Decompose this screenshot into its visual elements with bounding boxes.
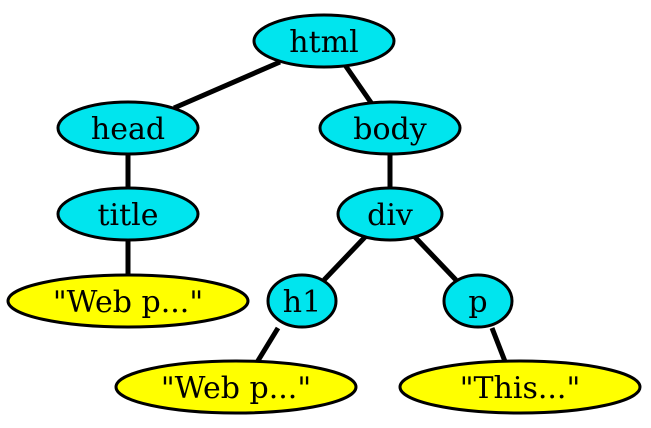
node-title-shape	[56, 186, 200, 242]
node-body-shape	[318, 100, 462, 156]
node-text1: "Web p..."	[6, 273, 250, 329]
node-h1-shape	[266, 273, 338, 329]
node-html-label: html	[289, 25, 358, 60]
node-body-label: body	[353, 112, 426, 147]
node-title-label: title	[97, 198, 158, 233]
node-html-shape	[252, 13, 396, 69]
node-h1-label: h1	[283, 285, 321, 320]
node-text2-label: "Web p..."	[161, 371, 311, 406]
node-title: title	[56, 186, 200, 242]
edge-p-text3	[489, 327, 509, 365]
node-div-shape	[336, 186, 444, 242]
edge-h1-text2	[253, 326, 281, 366]
node-text3-label: "This..."	[460, 371, 581, 406]
node-text2-shape	[114, 359, 358, 415]
tree-nodes: html head body title div "Web p..."	[6, 13, 642, 415]
tree-edges	[125, 59, 509, 366]
node-head-shape	[56, 100, 200, 156]
edge-div-p	[412, 234, 458, 282]
node-div: div	[336, 186, 444, 242]
node-div-label: div	[367, 198, 413, 233]
node-html: html	[252, 13, 396, 69]
node-text1-label: "Web p..."	[53, 285, 203, 320]
edge-html-body	[342, 63, 375, 106]
edge-html-head	[173, 59, 281, 111]
node-p: p	[442, 273, 514, 329]
node-text1-shape	[6, 273, 250, 329]
node-p-label: p	[468, 285, 487, 320]
node-body: body	[318, 100, 462, 156]
node-head: head	[56, 100, 200, 156]
edge-div-h1	[322, 234, 368, 282]
node-text3-shape	[398, 359, 642, 415]
node-text2: "Web p..."	[114, 359, 358, 415]
node-p-shape	[442, 273, 514, 329]
node-h1: h1	[266, 273, 338, 329]
node-text3: "This..."	[398, 359, 642, 415]
node-head-label: head	[91, 112, 165, 147]
